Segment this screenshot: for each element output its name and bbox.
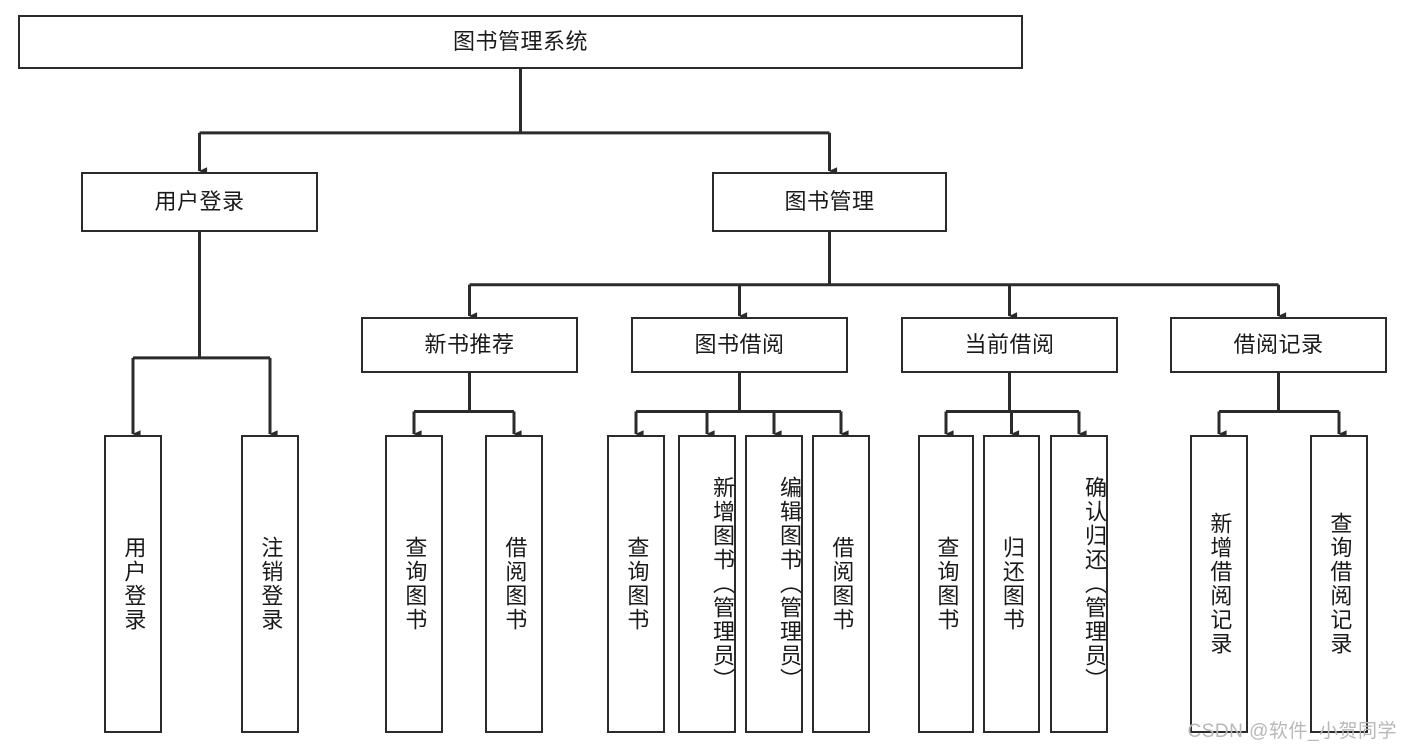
leaf-query-borrow-record[interactable]: 查询借阅记录 — [1310, 435, 1368, 733]
node-root[interactable]: 图书管理系统 — [18, 15, 1023, 69]
node-book-management-label: 图书管理 — [784, 188, 875, 214]
leaf-logout[interactable]: 注销登录 — [241, 435, 299, 733]
node-root-label: 图书管理系统 — [452, 28, 588, 54]
leaf-borrow-book-recommend-label: 借阅图书 — [502, 536, 528, 632]
node-book-borrow[interactable]: 图书借阅 — [631, 317, 848, 373]
leaf-user-login[interactable]: 用户登录 — [104, 435, 162, 733]
leaf-add-book-admin-label: 新增图书（管理员） — [710, 476, 735, 692]
leaf-borrow-book[interactable]: 借阅图书 — [812, 435, 870, 733]
watermark: CSDN @软件_小贺同学 — [1187, 721, 1397, 742]
leaf-return-book[interactable]: 归还图书 — [983, 435, 1040, 733]
leaf-add-book-admin[interactable]: 新增图书（管理员） — [678, 435, 736, 733]
node-user-login[interactable]: 用户登录 — [81, 172, 318, 232]
leaf-query-book-borrow[interactable]: 查询图书 — [607, 435, 665, 733]
leaf-confirm-return-admin-label: 确认归还（管理员） — [1082, 476, 1107, 692]
node-borrow-record-label: 借阅记录 — [1233, 331, 1324, 357]
node-current-borrow[interactable]: 当前借阅 — [901, 317, 1118, 373]
leaf-query-book-recommend-label: 查询图书 — [402, 536, 428, 632]
leaf-query-borrow-record-label: 查询借阅记录 — [1327, 512, 1353, 656]
leaf-query-book-current-label: 查询图书 — [934, 536, 960, 632]
leaf-confirm-return-admin[interactable]: 确认归还（管理员） — [1050, 435, 1108, 733]
node-new-book-recommend[interactable]: 新书推荐 — [361, 317, 578, 373]
leaf-user-login-label: 用户登录 — [121, 536, 147, 632]
node-borrow-record[interactable]: 借阅记录 — [1170, 317, 1387, 373]
node-current-borrow-label: 当前借阅 — [964, 331, 1055, 357]
leaf-edit-book-admin[interactable]: 编辑图书（管理员） — [745, 435, 803, 733]
leaf-query-book-borrow-label: 查询图书 — [624, 536, 650, 632]
node-book-management[interactable]: 图书管理 — [712, 172, 947, 232]
leaf-query-book-current[interactable]: 查询图书 — [918, 435, 974, 733]
leaf-return-book-label: 归还图书 — [999, 536, 1025, 632]
leaf-add-borrow-record-label: 新增借阅记录 — [1207, 512, 1233, 656]
node-user-login-label: 用户登录 — [154, 188, 245, 214]
leaf-borrow-book-recommend[interactable]: 借阅图书 — [485, 435, 543, 733]
leaf-edit-book-admin-label: 编辑图书（管理员） — [777, 476, 802, 692]
leaf-add-borrow-record[interactable]: 新增借阅记录 — [1190, 435, 1248, 733]
leaf-query-book-recommend[interactable]: 查询图书 — [385, 435, 443, 733]
node-book-borrow-label: 图书借阅 — [694, 331, 785, 357]
leaf-borrow-book-label: 借阅图书 — [829, 536, 855, 632]
leaf-logout-label: 注销登录 — [258, 536, 284, 632]
node-new-book-recommend-label: 新书推荐 — [424, 331, 515, 357]
